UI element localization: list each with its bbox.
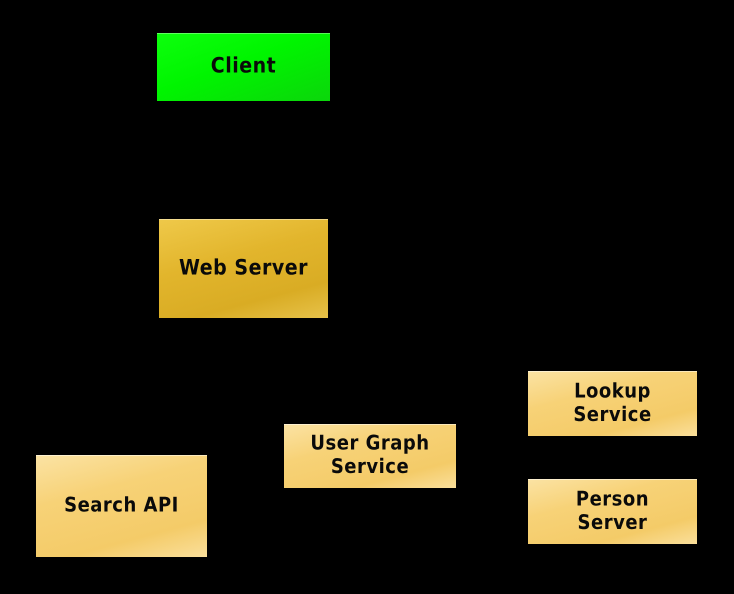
node-web-server-label: Web Server [179, 255, 308, 280]
node-user-graph-service[interactable]: User Graph Service [284, 424, 456, 488]
node-lookup-service[interactable]: Lookup Service [528, 371, 697, 436]
node-client[interactable]: Client [157, 33, 330, 101]
node-lookup-service-label: Lookup Service [573, 379, 652, 426]
node-client-label: Client [210, 53, 277, 79]
node-web-server[interactable]: Web Server [159, 219, 328, 318]
node-search-api-label: Search API [64, 493, 179, 517]
node-user-graph-service-label: User Graph Service [310, 431, 430, 479]
node-search-api[interactable]: Search API [36, 455, 207, 557]
node-person-server[interactable]: Person Server [528, 479, 697, 544]
node-person-server-label: Person Server [575, 487, 650, 534]
